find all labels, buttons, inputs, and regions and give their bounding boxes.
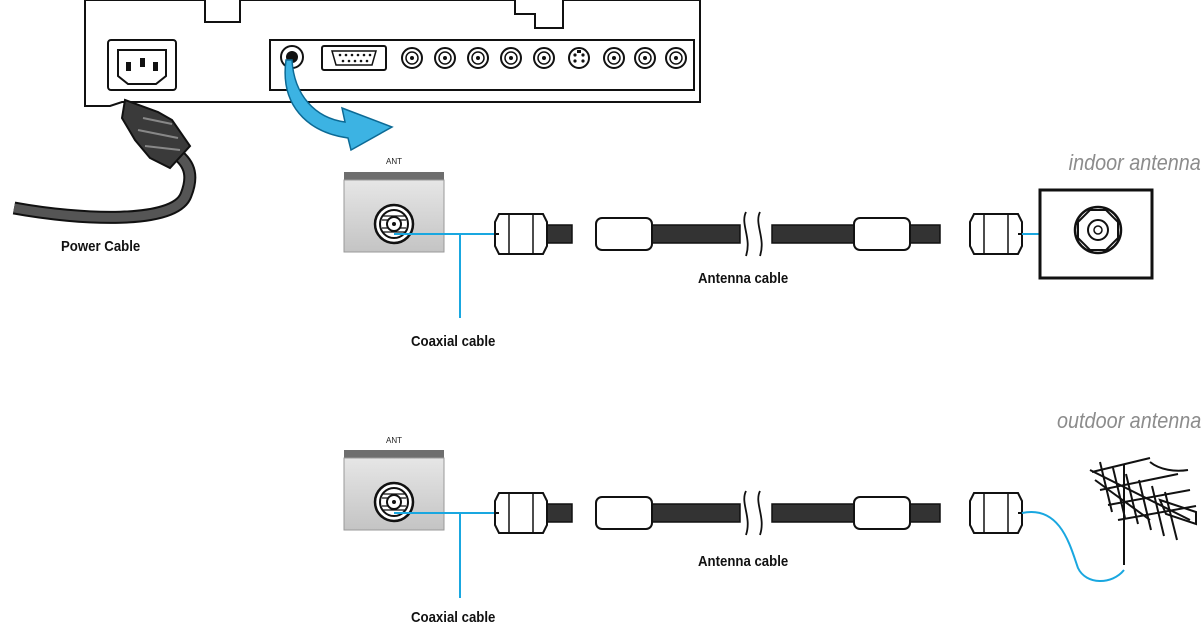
power-cable-label: Power Cable bbox=[61, 238, 141, 255]
antenna-cable-top bbox=[494, 211, 1023, 257]
indoor-antenna-title: indoor antenna bbox=[1068, 150, 1201, 175]
power-socket-icon bbox=[107, 39, 177, 91]
coax-connector-icon bbox=[494, 492, 548, 534]
indoor-antenna-wall-plate bbox=[1038, 188, 1154, 280]
tv-rear-panel bbox=[84, 0, 701, 107]
coax-cable-top bbox=[394, 233, 498, 318]
ant-panel-top bbox=[342, 170, 446, 254]
coax-connector-icon bbox=[969, 492, 1023, 534]
ant-label-bottom: ANT bbox=[386, 436, 402, 445]
antenna-cable-label-top: Antenna cable bbox=[698, 270, 789, 287]
ant-label-top: ANT bbox=[386, 157, 402, 166]
outdoor-antenna-title: outdoor antenna bbox=[1056, 408, 1201, 433]
coaxial-cable-label-top: Coaxial cable bbox=[411, 333, 496, 350]
s-video-port-icon bbox=[568, 47, 590, 69]
ant-panel-bottom bbox=[342, 448, 446, 532]
coax-connector-icon bbox=[494, 213, 548, 255]
antenna-cable-bottom bbox=[494, 490, 1023, 536]
coax-connector-icon bbox=[969, 213, 1023, 255]
coaxial-cable-label-bottom: Coaxial cable bbox=[411, 609, 496, 626]
connection-arrow bbox=[284, 59, 394, 152]
antenna-cable-label-bottom: Antenna cable bbox=[698, 553, 789, 570]
power-cable bbox=[12, 98, 197, 224]
rca-jack-icon bbox=[401, 47, 687, 69]
coax-cable-bottom bbox=[394, 512, 498, 598]
vga-port-icon bbox=[321, 45, 387, 71]
yagi-antenna-icon bbox=[1089, 457, 1197, 565]
